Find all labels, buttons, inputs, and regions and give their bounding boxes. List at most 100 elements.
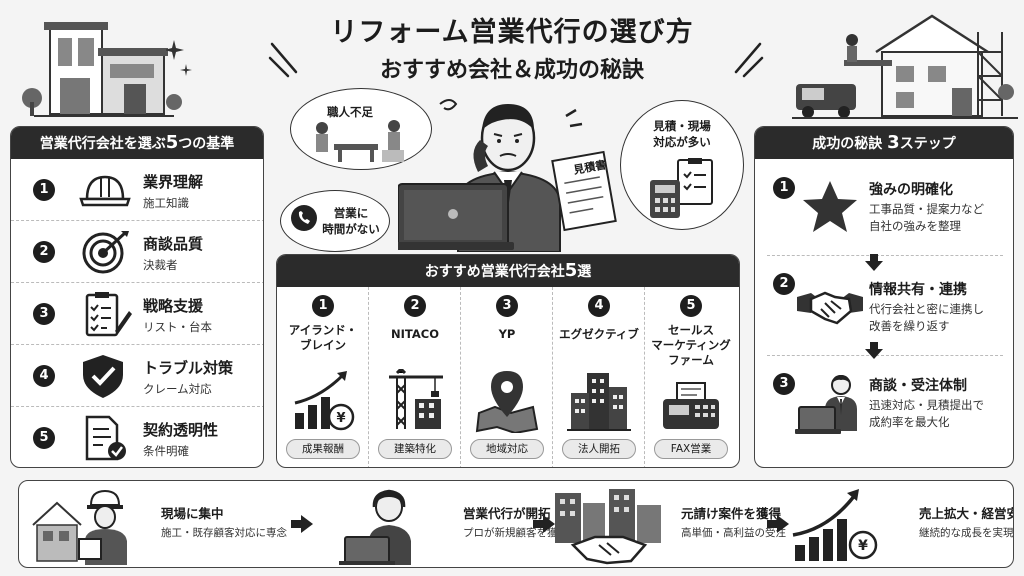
arrow-right-icon (291, 515, 313, 533)
target-icon (82, 231, 129, 274)
buildings-icon (567, 373, 631, 431)
checklist-icon (85, 292, 132, 337)
number-badge: 1 (33, 179, 55, 201)
flow-sub: 高単価・高利益の受注 (681, 527, 786, 539)
buildings-handshake-icon (555, 489, 661, 565)
number-badge: 2 (33, 241, 55, 263)
sparkle-lines-left-icon (268, 42, 298, 78)
criteria-title: 戦略支援 (143, 297, 204, 315)
number-badge: 4 (33, 365, 55, 387)
flow-item-win-prime-contracts: 元請け案件を獲得 高単価・高利益の受注 (551, 481, 786, 567)
company-name: セールス マーケティング ファーム (651, 323, 731, 367)
step-title: 商談・受注体制 (869, 378, 967, 394)
company-tag: 成果報酬 (286, 439, 360, 459)
flow-title: 元請け案件を獲得 (681, 506, 782, 521)
criteria-sub: 条件明確 (143, 444, 189, 458)
flow-sub: プロが新規顧客を獲得 (463, 527, 568, 539)
bubble-no-time-text: 営業に 時間がない (322, 206, 380, 236)
estimate-document-icon (551, 150, 617, 232)
number-badge: 3 (773, 373, 795, 395)
number-badge: 1 (773, 177, 795, 199)
criteria-title: 商談品質 (143, 235, 204, 253)
number-badge: 3 (496, 295, 518, 317)
criteria-sub: 施工知識 (143, 196, 189, 210)
criteria-sub: リスト・台本 (143, 320, 212, 334)
businessman-laptop-icon (795, 375, 857, 434)
company-card-nitaco: 2 NITACO 建築特化 (369, 287, 461, 467)
speech-bubble-no-time (280, 190, 390, 252)
yen-symbol: ¥ (336, 411, 345, 426)
flow-title: 営業代行が開拓 (463, 506, 551, 521)
number-badge: 5 (33, 427, 55, 449)
company-name: エグゼクティブ (559, 327, 639, 341)
companies-panel: おすすめ営業代行会社5選 1 アイランド・ ブレイン ¥ 成果報酬 2 NITA… (276, 254, 740, 468)
number-badge: 2 (404, 295, 426, 317)
sparkle-lines-right-icon (734, 42, 764, 78)
arrow-down-icon (865, 342, 883, 359)
yen-symbol: ¥ (858, 538, 868, 554)
step-item-clarify-strengths: 1 強みの明確化 工事品質・提案力など 自社の強みを整理 (755, 159, 1013, 255)
company-card-island-brain: 1 アイランド・ ブレイン ¥ 成果報酬 (277, 287, 369, 467)
steps-heading: 成功の秘訣 3ステップ (755, 127, 1013, 159)
craftsmen-working-icon (316, 120, 404, 162)
flow-item-agency-prospects: 営業代行が開拓 プロが新規顧客を獲得 (333, 481, 573, 567)
sales-growth-chart-icon: ¥ (792, 489, 878, 561)
number-badge: 3 (33, 303, 55, 325)
criteria-sub: クレーム対応 (143, 382, 212, 396)
criteria-item-trouble-handling: 4 トラブル対策 クレーム対応 (11, 345, 263, 407)
flow-sub: 継続的な成長を実現 (919, 527, 1014, 539)
page-title: リフォーム営業代行の選び方 (330, 17, 694, 48)
crane-icon (389, 369, 443, 429)
criteria-panel: 営業代行会社を選ぶ5つの基準 1 業界理解 施工知識 2 商談品質 決裁者 3 … (10, 126, 264, 468)
steps-panel: 成功の秘訣 3ステップ 1 強みの明確化 工事品質・提案力など 自社の強みを整理… (754, 126, 1014, 468)
flow-sub: 施工・既存顧客対応に専念 (161, 527, 287, 539)
number-badge: 1 (312, 295, 334, 317)
flow-title: 現場に集中 (161, 506, 224, 521)
criteria-title: 契約透明性 (143, 421, 219, 439)
number-badge: 4 (588, 295, 610, 317)
arrow-right-icon (767, 515, 789, 533)
number-badge: 2 (773, 273, 795, 295)
step-sub: 工事品質・提案力など 自社の強みを整理 (869, 202, 984, 233)
bubble-estimate-text: 見積・現場 対応が多い (653, 119, 711, 149)
step-title: 強みの明確化 (869, 182, 953, 198)
contract-icon (85, 415, 126, 461)
criteria-item-industry-knowledge: 1 業界理解 施工知識 (11, 159, 263, 221)
flow-item-focus-on-site: 現場に集中 施工・既存顧客対応に専念 (31, 481, 287, 567)
arrow-down-icon (865, 254, 883, 271)
step-item-meeting-order-system: 3 商談・受注体制 迅速対応・見積提出で 成約率を最大化 (755, 355, 1013, 467)
number-badge: 5 (680, 295, 702, 317)
divider (767, 355, 1003, 356)
shield-icon (83, 355, 123, 398)
criteria-item-meeting-quality: 2 商談品質 決裁者 (11, 221, 263, 283)
company-name: YP (498, 327, 516, 341)
worried-worker-with-laptop-icon (398, 99, 583, 252)
map-pin-icon (475, 371, 539, 433)
company-name: NITACO (391, 327, 439, 341)
speech-bubble-craftsman-shortage (290, 88, 432, 170)
hardhat-icon (79, 175, 131, 207)
criteria-title: 業界理解 (143, 173, 204, 191)
company-tag: FAX営業 (654, 439, 728, 459)
calculator-clipboard-icon (650, 158, 713, 218)
criteria-item-strategy-support: 3 戦略支援 リスト・台本 (11, 283, 263, 345)
handshake-icon (797, 291, 863, 325)
criteria-title: トラブル対策 (143, 359, 234, 377)
page-subtitle: おすすめ会社＆成功の秘訣 (379, 58, 644, 83)
worker-with-house-icon (32, 489, 127, 565)
criteria-item-contract-transparency: 5 契約透明性 条件明確 (11, 407, 263, 467)
growth-chart-icon: ¥ (294, 371, 355, 431)
criteria-sub: 決裁者 (143, 258, 178, 272)
star-icon (803, 181, 857, 232)
flow-panel: 現場に集中 施工・既存顧客対応に専念 営業代行が開拓 プロが新規顧客を獲得 元請… (18, 480, 1014, 568)
step-sub: 迅速対応・見積提出で 成約率を最大化 (869, 398, 984, 429)
company-tag: 建築特化 (378, 439, 452, 459)
step-item-information-sharing: 2 情報共有・連携 代行会社と密に連携し 改善を繰り返す (755, 255, 1013, 355)
divider (767, 255, 1003, 256)
company-card-yp: 3 YP 地域対応 (461, 287, 553, 467)
company-card-executive: 4 エグゼクティブ 法人開拓 (553, 287, 645, 467)
arrow-right-icon (533, 515, 555, 533)
company-card-sales-marketing-firm: 5 セールス マーケティング ファーム FAX営業 (645, 287, 737, 467)
flow-title: 売上拡大・経営安定 (919, 506, 1013, 521)
house-construction-icon (792, 14, 1018, 119)
